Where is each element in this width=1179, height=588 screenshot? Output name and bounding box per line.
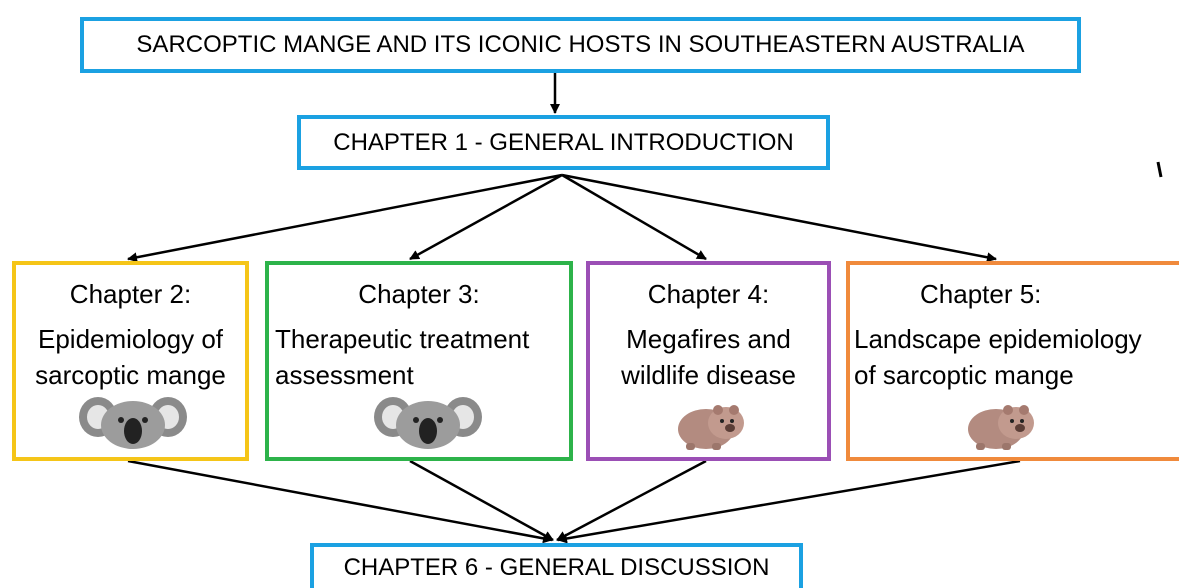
chapter-5-line-2: of sarcoptic mange <box>854 360 1074 390</box>
chapter-4-heading: Chapter 4: <box>647 279 770 309</box>
arrow-intro-to-ch5 <box>561 173 997 263</box>
arrow-intro-to-ch4 <box>561 173 707 261</box>
chapter-5-box: Chapter 5: Landscape epidemiology of sar… <box>846 261 1179 461</box>
chapter-4-line-2: wildlife disease <box>621 360 796 390</box>
chapter-2-heading: Chapter 2: <box>69 279 192 309</box>
chapter-2-box: Chapter 2: Epidemiology of sarcoptic man… <box>12 261 249 461</box>
wombat-icon <box>968 405 1034 450</box>
arrow-ch5-to-disc <box>557 459 1021 544</box>
arrow-ch3-to-disc <box>409 459 554 542</box>
arrow-intro-to-ch2 <box>127 173 563 263</box>
koala-icon <box>79 397 187 449</box>
chapter-2-line-1: Epidemiology of <box>38 324 223 354</box>
chapter-1-box: CHAPTER 1 - GENERAL INTRODUCTION <box>297 115 830 170</box>
chapter-3-line-2: assessment <box>275 360 414 390</box>
thesis-title: SARCOPTIC MANGE AND ITS ICONIC HOSTS IN … <box>136 31 1025 58</box>
chapter-1-label: CHAPTER 1 - GENERAL INTRODUCTION <box>333 128 794 156</box>
chapter-3-box: Chapter 3: Therapeutic treatment assessm… <box>265 261 573 461</box>
arrow-intro-to-ch3 <box>409 173 563 261</box>
chapter-3-heading: Chapter 3: <box>358 279 480 309</box>
thesis-title-box: SARCOPTIC MANGE AND ITS ICONIC HOSTS IN … <box>80 17 1081 73</box>
koala-icon <box>374 397 482 449</box>
arrow-ch2-to-disc <box>127 459 553 544</box>
chapter-4-box: Chapter 4: Megafires and wildlife diseas… <box>586 261 831 461</box>
arrow-ch4-to-disc <box>556 459 707 542</box>
chapter-3-line-1: Therapeutic treatment <box>275 324 530 354</box>
wombat-icon <box>678 405 744 450</box>
chapter-2-line-2: sarcoptic mange <box>35 360 226 390</box>
chapter-4-line-1: Megafires and <box>626 324 791 354</box>
chapter-6-box: CHAPTER 6 - GENERAL DISCUSSION <box>310 543 803 588</box>
chapter-5-heading: Chapter 5: <box>920 279 1042 309</box>
chapter-5-line-1: Landscape epidemiology <box>854 324 1142 354</box>
stray-tick-mark <box>1156 161 1163 178</box>
chapter-6-label: CHAPTER 6 - GENERAL DISCUSSION <box>343 553 770 581</box>
